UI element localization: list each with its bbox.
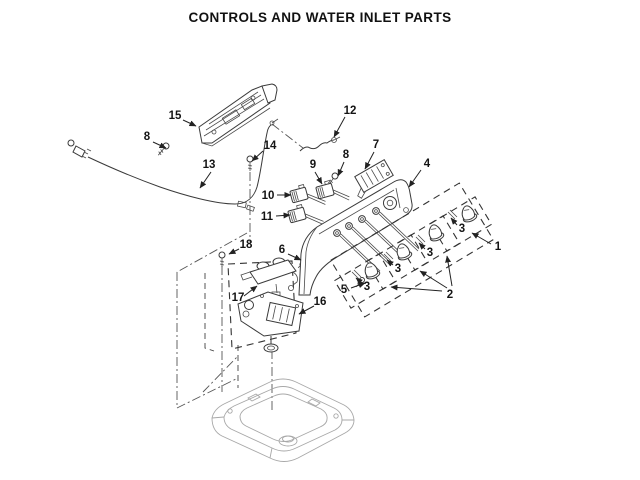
callout-arrow-13 [199,171,212,189]
callout-arrow-16 [298,305,315,315]
callout-label-9: 9 [310,159,316,171]
callout-label-14: 14 [264,140,277,152]
part-15-rear-control-panel [198,83,278,147]
washer-top-panel [211,378,355,462]
callout-label-7: 7 [373,139,379,151]
callout-arrow-12 [333,116,346,138]
callout-arrow-2 [445,255,453,287]
part-3-knobs [351,205,478,280]
callout-label-8: 8 [144,131,151,143]
part-17-water-inlet-valve [237,257,304,353]
callout-arrow-8 [337,161,345,177]
callout-arrow-7 [364,151,375,170]
callout-label-3: 3 [364,281,370,293]
part-7-control-board [354,159,394,199]
callout-arrow-17 [243,285,258,297]
screw-18-icon [218,251,226,267]
callout-label-2: 2 [447,289,453,301]
callout-arrow-4 [408,169,422,188]
callout-arrow-3 [450,217,458,226]
callout-arrow-1 [471,232,492,245]
callout-label-4: 4 [424,158,431,170]
callout-arrow-6 [287,253,302,261]
callout-arrow-15 [182,119,197,127]
screw-8-middle-icon [327,172,339,187]
outer-kit-box-1 [329,182,495,318]
callout-label-17: 17 [232,292,245,304]
part-4-console-panel [298,179,413,296]
knob-kit-boxes [329,182,495,318]
callout-label-13: 13 [203,159,216,171]
callout-arrow-3 [386,259,394,267]
projection-lines [176,123,304,410]
callout-arrow-18 [228,248,240,255]
callout-label-6: 6 [279,244,285,256]
callout-label-3: 3 [459,223,465,235]
part-16-kit-box [227,260,297,350]
callout-arrow-2 [419,270,448,289]
part-13-wire-harness [67,118,279,212]
callout-label-15: 15 [169,110,182,122]
callout-label-3: 3 [395,263,401,275]
callout-arrow-3 [355,277,363,285]
callout-arrow-14 [251,150,264,162]
callout-arrow-11 [275,212,291,219]
callout-arrow-2 [390,284,443,292]
callout-arrow-9 [314,171,323,185]
callout-label-18: 18 [240,239,253,251]
callout-arrow-3 [418,242,426,250]
part-9-switch [315,180,350,201]
part-12-wire-clip [299,136,341,152]
callout-label-16: 16 [314,296,327,308]
callout-label-8: 8 [343,149,350,161]
page-title: CONTROLS AND WATER INLET PARTS [188,10,452,25]
callout-label-12: 12 [344,105,357,117]
callout-label-11: 11 [261,211,274,223]
callout-label-1: 1 [495,241,502,253]
callout-label-10: 10 [262,190,275,202]
callout-arrow-8 [152,141,167,149]
callout-label-5: 5 [341,284,348,296]
callout-label-3: 3 [427,247,433,259]
screw-14-icon [246,155,254,171]
